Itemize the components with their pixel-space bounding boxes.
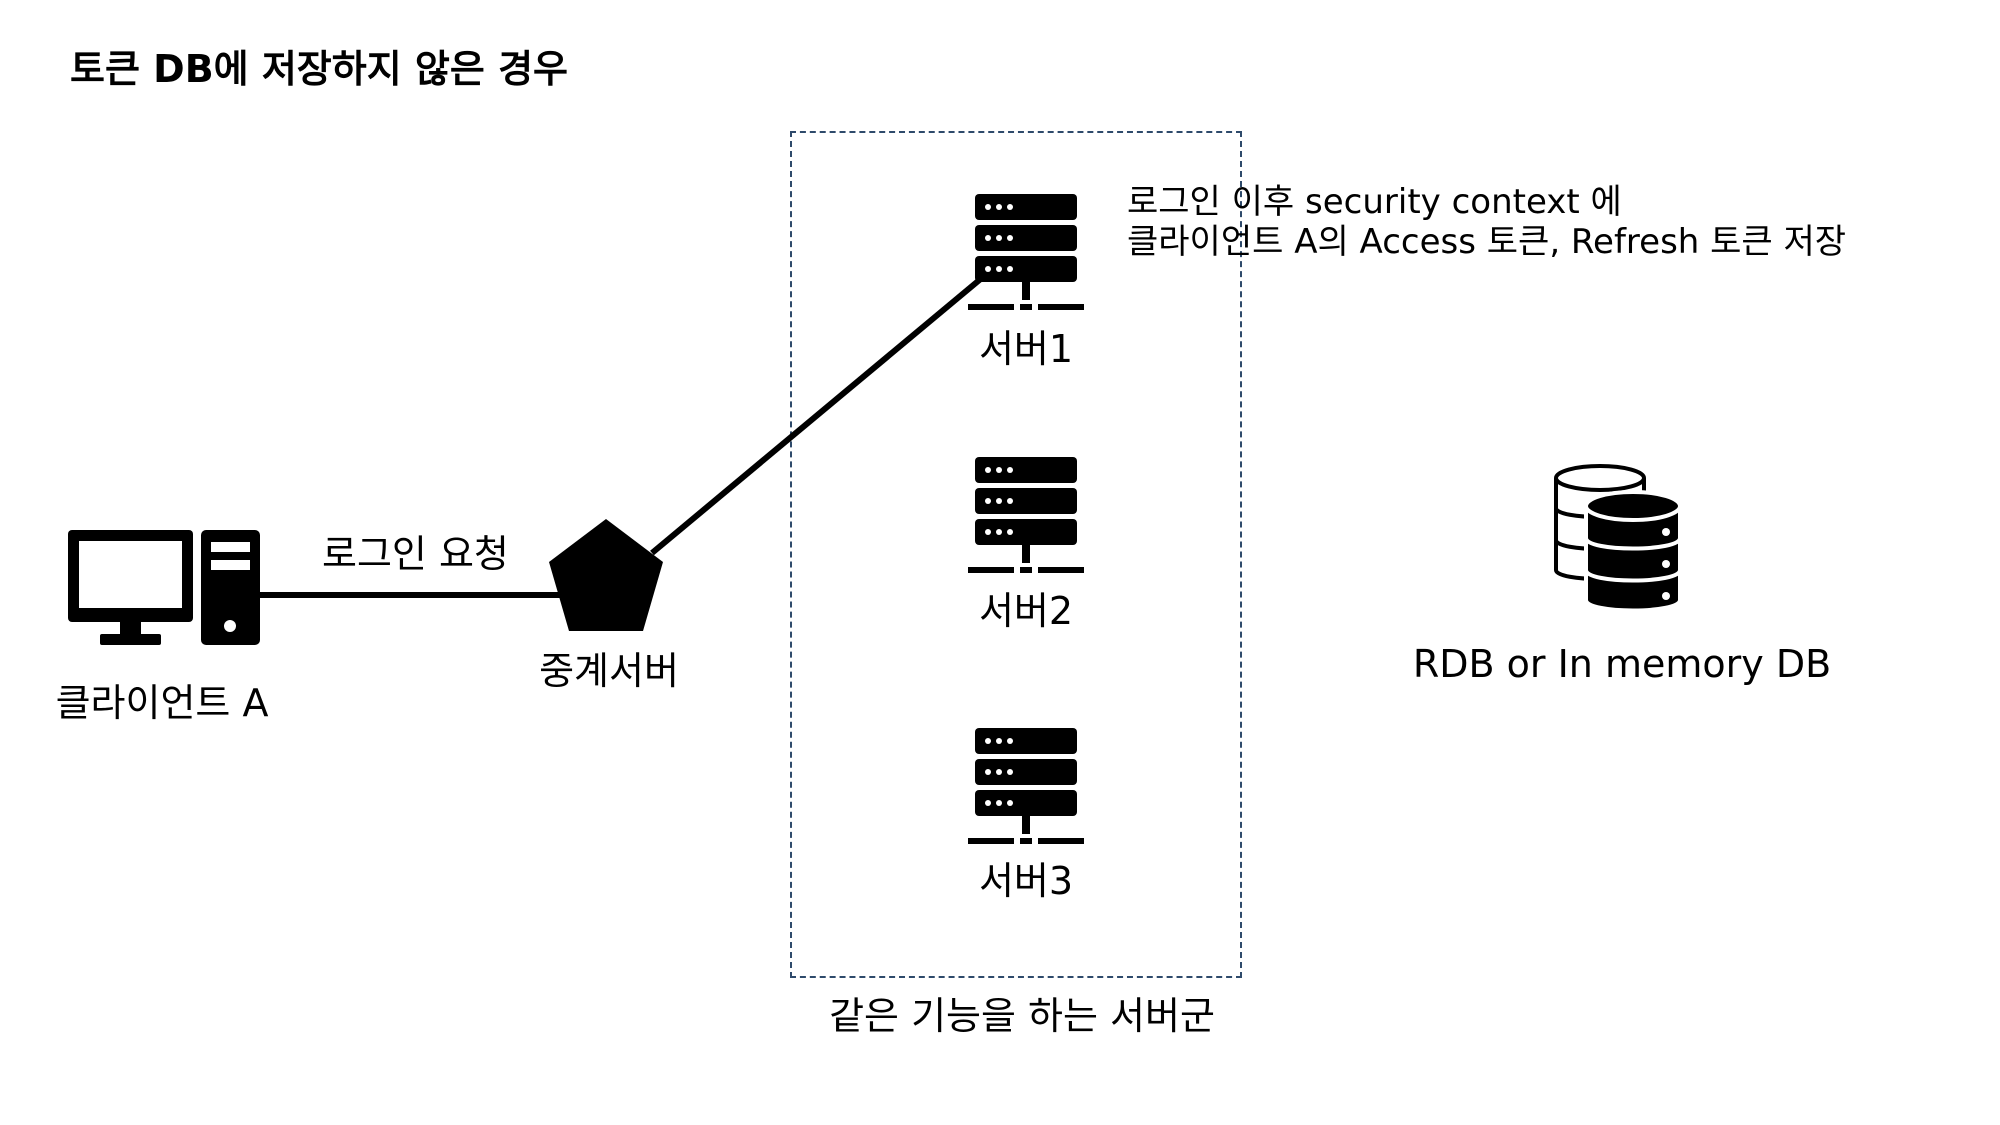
server-rack-icon xyxy=(968,194,1084,310)
server-group-label: 같은 기능을 하는 서버군 xyxy=(829,994,1215,1038)
page-title: 토큰 DB에 저장하지 않은 경우 xyxy=(70,47,568,91)
note-line-2: 클라이언트 A의 Access 토큰, Refresh 토큰 저장 xyxy=(1127,222,1847,262)
database-stack-icon xyxy=(1554,464,1682,613)
server-group-box xyxy=(790,131,1242,978)
server-rack-icon xyxy=(968,728,1084,844)
desktop-computer-icon xyxy=(68,530,260,645)
client-label: 클라이언트 A xyxy=(55,681,269,725)
pentagon-icon xyxy=(549,519,663,631)
security-context-note: 로그인 이후 security context 에 클라이언트 A의 Acces… xyxy=(1127,182,1846,262)
server3-label: 서버3 xyxy=(978,859,1074,903)
server-rack-icon xyxy=(968,457,1084,573)
server2-label: 서버2 xyxy=(978,589,1074,633)
connection-label: 로그인 요청 xyxy=(322,532,509,576)
relay-to-server1-line xyxy=(650,274,985,556)
server1-label: 서버1 xyxy=(978,327,1074,371)
relay-label: 중계서버 xyxy=(539,649,679,693)
note-line-1: 로그인 이후 security context 에 xyxy=(1127,182,1622,222)
database-label: RDB or In memory DB xyxy=(1412,642,1832,686)
